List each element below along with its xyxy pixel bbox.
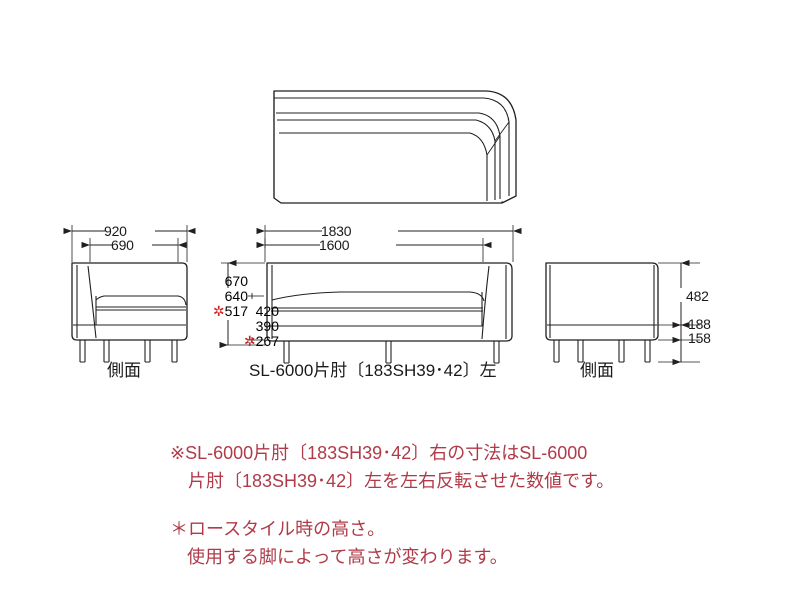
right-elevation-sofa-side bbox=[545, 262, 659, 363]
note-mirrored-line-2: 片肘〔183SH39･42〕左を左右反転させた数値です。 bbox=[188, 470, 615, 491]
dimension-158: 158 bbox=[688, 330, 711, 346]
front-elevation-dimension-1830 bbox=[256, 225, 522, 262]
left-elevation-dimension-920 bbox=[63, 225, 196, 262]
front-elevation-dimension-1600 bbox=[256, 238, 492, 262]
right-elevation-height-dimensions bbox=[658, 259, 700, 366]
dimension-670: 670 bbox=[224, 273, 248, 289]
dimension-517-row: ✲517 bbox=[208, 304, 248, 319]
dimension-420: 420 bbox=[255, 303, 279, 319]
note-mirrored-line-1: ※SL-6000片肘〔183SH39･42〕右の寸法はSL-6000 bbox=[170, 443, 588, 463]
left-elevation-dimension-690 bbox=[81, 238, 187, 262]
view-label-right-side: 側面 bbox=[580, 361, 614, 380]
dimension-267-row: ✲267 bbox=[243, 334, 279, 349]
dimension-1830: 1830 bbox=[321, 223, 352, 239]
dimension-517: 517 bbox=[224, 303, 248, 319]
dimension-390: 390 bbox=[255, 318, 279, 334]
note-low-style-line-2: 使用する脚によって高さが変わります。 bbox=[187, 546, 508, 567]
dimension-1600: 1600 bbox=[319, 237, 350, 253]
front-elevation-height-dimensions bbox=[219, 259, 265, 349]
note-mirrored-dimensions: ※SL-6000片肘〔183SH39･42〕右の寸法はSL-6000 片肘〔18… bbox=[170, 440, 614, 496]
plan-view-corner-sofa bbox=[273, 90, 517, 204]
star-mark-267: ✲ bbox=[243, 333, 256, 349]
front-elevation-seat-height-stack: 420 390 ✲267 bbox=[243, 304, 279, 349]
view-label-left-side: 側面 bbox=[107, 361, 141, 380]
left-elevation-sofa-side bbox=[71, 262, 188, 363]
dimension-640: 640 bbox=[224, 288, 248, 304]
dimension-482: 482 bbox=[686, 288, 709, 304]
front-elevation-left-height-stack: 670 640 ✲517 bbox=[208, 274, 248, 319]
star-mark-517: ✲ bbox=[212, 303, 225, 319]
dimension-920: 920 bbox=[104, 223, 127, 239]
dimension-188: 188 bbox=[688, 316, 711, 332]
dimension-690: 690 bbox=[111, 237, 134, 253]
dimension-267: 267 bbox=[255, 333, 279, 349]
view-label-product-front: SL-6000片肘〔183SH39･42〕左 bbox=[249, 361, 497, 380]
note-low-style-height: ＊ロースタイル時の高さ。 使用する脚によって高さが変わります。 bbox=[170, 516, 508, 572]
front-elevation-sofa-body bbox=[266, 262, 513, 364]
note-low-style-line-1: ＊ロースタイル時の高さ。 bbox=[170, 519, 386, 539]
